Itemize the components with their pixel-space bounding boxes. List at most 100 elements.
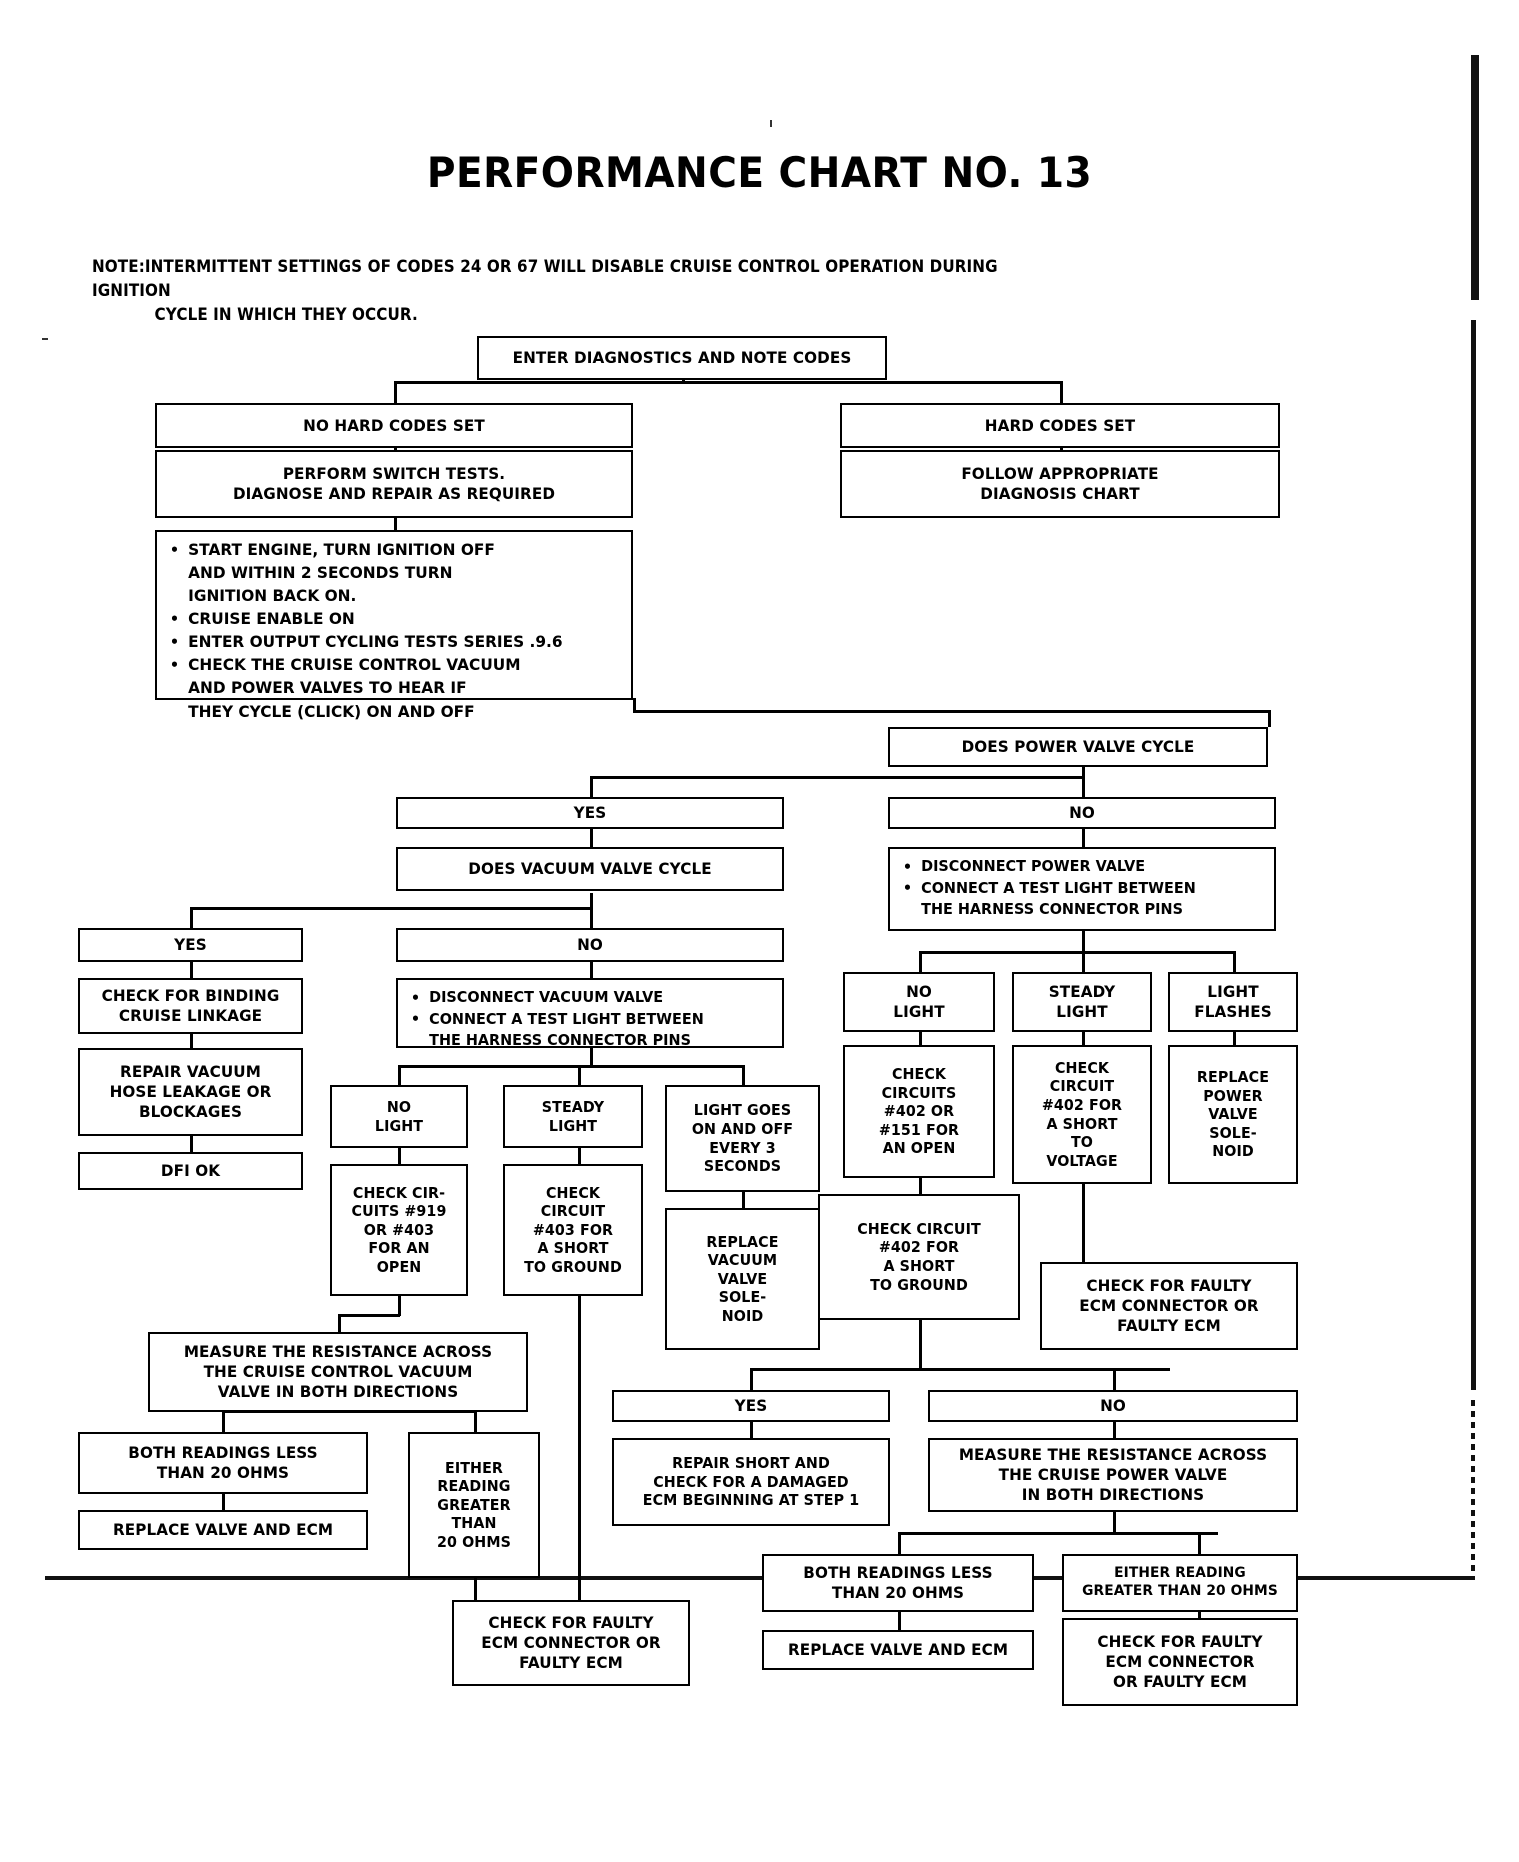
page-edge-mark-top [1471,55,1479,300]
node-enter-diagnostics[interactable]: ENTER DIAGNOSTICS AND NOTE CODES [477,336,887,380]
bullet-icon: • [169,633,180,652]
connector [398,1065,742,1068]
connector [190,1032,193,1048]
connector [590,960,593,978]
node-dfi-ok[interactable]: DFI OK [78,1152,303,1190]
node-start-engine-steps[interactable]: •START ENGINE, TURN IGNITION OFF AND WIT… [155,530,633,721]
bullet-icon: • [169,656,180,675]
connector [1082,1184,1085,1262]
connector [898,1532,1218,1535]
connector [578,1296,581,1602]
connector [190,960,193,978]
connector [578,1148,581,1164]
connector [919,1320,922,1370]
node-hard-codes-set[interactable]: HARD CODES SET [840,403,1280,448]
note-block: NOTE:INTERMITTENT SETTINGS OF CODES 24 O… [92,255,1040,327]
page-bottom-rule [45,1576,1475,1580]
connector [190,907,592,910]
bullet-icon: • [902,857,913,876]
node-replace-valve-and-ecm-left[interactable]: REPLACE VALVE AND ECM [78,1510,368,1550]
connector [898,1612,901,1630]
connector [1198,1532,1201,1554]
node-does-vacuum-valve-cycle[interactable]: DOES VACUUM VALVE CYCLE [396,847,784,891]
connector [1082,827,1085,847]
connector [919,951,922,972]
node-replace-valve-and-ecm-right[interactable]: REPLACE VALVE AND ECM [762,1630,1034,1670]
node-power-valve-yes[interactable]: YES [396,797,784,829]
node-vacuum-valve-no[interactable]: NO [396,928,784,962]
connector [590,893,593,909]
node-short-ground-yes[interactable]: YES [612,1390,890,1422]
page-edge-mark-middle [1471,320,1476,1390]
connector [1060,381,1063,403]
connector [742,1192,745,1208]
node-no-hard-codes-set[interactable]: NO HARD CODES SET [155,403,633,448]
connector [222,1494,225,1510]
connector [474,1410,477,1432]
connector [590,776,1084,779]
node-disconnect-vacuum-valve-steps[interactable]: •DISCONNECT VACUUM VALVE •CONNECT A TEST… [396,978,784,1049]
bullet-icon: • [169,609,180,628]
connector [1233,1030,1236,1045]
connector [1082,951,1085,972]
connector [222,1410,225,1432]
bullet-icon: • [410,988,421,1007]
connector [338,1314,341,1332]
page-edge-mark-dashed [1471,1400,1475,1580]
page-title: PERFORMANCE CHART NO. 13 [426,148,1093,197]
connector [590,776,593,797]
note-line-2: CYCLE IN WHICH THEY OCCUR. [154,304,418,324]
bullet-icon: • [169,540,180,559]
connector [1082,776,1085,797]
bullet-icon: • [902,879,913,898]
connector [190,907,193,928]
node-perform-switch-tests[interactable]: PERFORM SWITCH TESTS.DIAGNOSE AND REPAIR… [155,450,633,518]
connector [590,1045,593,1067]
note-line-1: INTERMITTENT SETTINGS OF CODES 24 OR 67 … [92,257,998,300]
connector [1113,1368,1116,1390]
connector [190,1136,193,1152]
connector [919,1030,922,1045]
node-short-ground-no[interactable]: NO [928,1390,1298,1422]
node-vacuum-valve-yes[interactable]: YES [78,928,303,962]
connector [590,907,593,928]
node-power-valve-no[interactable]: NO [888,797,1276,829]
connector [1082,1030,1085,1045]
connector [1233,951,1236,972]
node-disconnect-power-valve-steps[interactable]: •DISCONNECT POWER VALVE •CONNECT A TEST … [888,847,1276,931]
connector [338,1314,400,1317]
connector [919,1178,922,1194]
connector [394,512,397,530]
connector [398,1148,401,1164]
connector [742,1065,745,1085]
connector [394,381,1062,384]
node-does-power-valve-cycle[interactable]: DOES POWER VALVE CYCLE [888,727,1268,767]
